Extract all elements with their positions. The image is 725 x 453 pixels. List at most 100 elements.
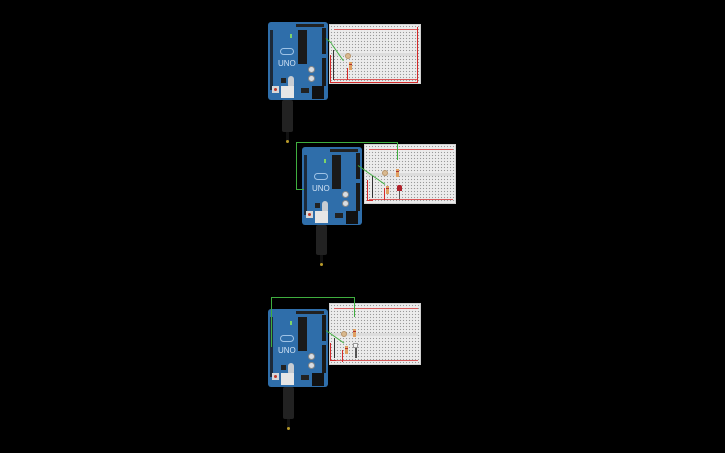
usb-chip [281,365,286,370]
usb-cable-tail [320,255,323,265]
power-jack [312,86,324,99]
wire-green-long[interactable] [397,142,398,160]
resistor[interactable] [386,186,389,194]
power-jack [312,373,324,386]
breadboard-center-gap [367,173,453,176]
power-rail-bottom [334,79,418,80]
microcontroller-chip [298,317,307,351]
led-leg [399,191,400,199]
arduino-logo-icon [314,173,328,180]
power-rail-top [369,149,453,150]
wire-red-short[interactable] [384,188,385,200]
capacitor [308,362,315,369]
resistor[interactable] [353,329,356,337]
photoresistor[interactable] [345,53,351,59]
photoresistor[interactable] [382,170,388,176]
microcontroller-chip [332,155,341,189]
wire-ground[interactable] [372,176,373,198]
capacitor [308,66,315,73]
power-rail-top [334,29,418,30]
wire-green-long[interactable] [296,142,398,143]
capacitor [342,200,349,207]
header-pins-digital [322,315,326,341]
resistor[interactable] [345,346,348,354]
capacitor [308,75,315,82]
voltage-regulator [301,88,309,93]
reset-button[interactable] [272,86,279,93]
usb-port [281,86,294,98]
power-led [290,321,292,325]
microcontroller-chip [298,30,307,64]
reset-button[interactable] [306,211,313,218]
wire-red[interactable] [330,360,336,361]
usb-cable-tail [286,132,289,142]
wire-green-long[interactable] [271,297,272,347]
crystal-oscillator [288,76,294,88]
wire-red[interactable] [330,55,331,83]
red-led[interactable] [397,185,402,191]
wire-ground[interactable] [334,338,335,358]
header-pins-top [330,149,358,152]
power-jack [346,211,358,224]
header-pins-digital [322,28,326,54]
wire-green-long[interactable] [271,297,355,298]
usb-cable[interactable] [283,387,294,419]
arduino-uno-board[interactable]: UNO [302,147,362,225]
component-leg [355,348,357,358]
header-pins-left [270,30,273,90]
white-component[interactable] [353,343,358,348]
header-pins-top [296,24,324,27]
voltage-regulator [301,375,309,380]
power-rail-top [334,308,418,309]
photoresistor[interactable] [341,331,347,337]
wire-red[interactable] [367,180,368,201]
usb-cable-end [320,263,323,266]
header-pins-top [296,311,324,314]
wire-red[interactable] [417,27,418,83]
arduino-uno-board[interactable]: UNO [268,309,328,387]
arduino-logo-icon [280,335,294,342]
resistor[interactable] [396,169,399,177]
power-led [324,159,326,163]
usb-cable[interactable] [282,100,293,132]
header-pins-digital-2 [356,183,360,211]
usb-port [315,211,328,223]
power-rail-bottom [334,360,418,361]
reset-button[interactable] [272,373,279,380]
usb-cable-end [287,427,290,430]
usb-port [281,373,294,385]
breadboard[interactable] [329,24,421,84]
breadboard-center-gap [332,333,418,336]
board-label: UNO [278,59,296,68]
header-pins-digital-2 [322,345,326,373]
board-label: UNO [312,184,330,193]
wire-green-long[interactable] [296,189,304,190]
usb-cable[interactable] [316,225,327,255]
arduino-uno-board[interactable]: UNO [268,22,328,100]
wire-red-short[interactable] [342,350,343,362]
capacitor [308,353,315,360]
wire-red[interactable] [330,343,331,361]
wire-green-long[interactable] [354,297,355,317]
usb-cable-tail [287,419,290,429]
header-pins-digital-2 [322,58,326,86]
usb-chip [315,203,320,208]
wire-red[interactable] [367,200,373,201]
power-led [290,34,292,38]
header-pins-left [304,155,307,215]
board-label: UNO [278,346,296,355]
wire-green-long[interactable] [296,142,297,190]
usb-cable-end [286,140,289,143]
wire-red-short[interactable] [347,68,348,80]
wire-ground[interactable] [333,50,334,80]
resistor[interactable] [349,62,352,70]
crystal-oscillator [322,201,328,213]
wire-red[interactable] [330,82,418,83]
header-pins-left [270,317,273,377]
capacitor [342,191,349,198]
breadboard[interactable] [364,144,456,204]
arduino-logo-icon [280,48,294,55]
crystal-oscillator [288,363,294,375]
voltage-regulator [335,213,343,218]
